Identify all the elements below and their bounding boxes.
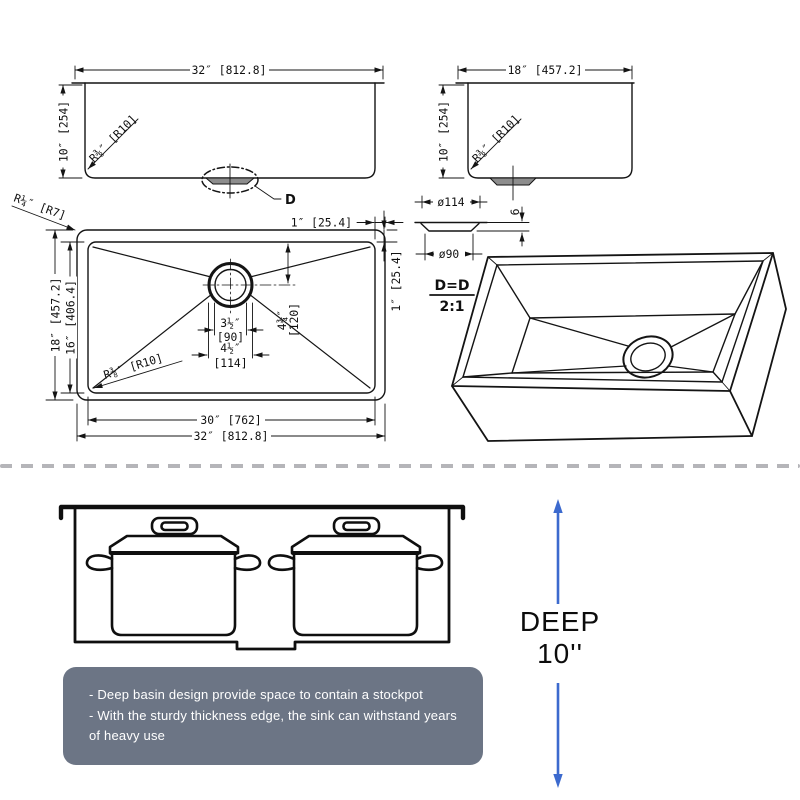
- feature-box: - Deep basin design provide space to con…: [63, 667, 483, 765]
- persp-front-face: [451, 385, 753, 442]
- pot-body: [292, 551, 419, 637]
- persp-drain-outer: [622, 335, 674, 379]
- plan-drain-outer-mm: [114]: [213, 357, 247, 370]
- plan-right-edge-label: 1″ [25.4]: [390, 250, 403, 311]
- plan-drain-offset-in: 4¾″: [276, 310, 289, 330]
- side-radius-label: R⅜″ [R10]: [470, 113, 522, 165]
- sink-with-pots-illustration: [58, 504, 466, 651]
- plan-drain-offset-mm: [120]: [288, 303, 301, 337]
- depth-arrow-up-head: [553, 499, 563, 513]
- detail-height-dim-label: 6: [509, 208, 522, 215]
- pot-lid-handle-hole: [342, 521, 371, 532]
- stockpot-right: [267, 516, 444, 637]
- plan-diagonals: [92, 246, 371, 389]
- depth-arrow-down-head: [553, 774, 563, 788]
- detail-scale-ratio: 2:1: [439, 299, 464, 315]
- countertop-line: [58, 504, 466, 521]
- stockpot-left: [85, 516, 262, 637]
- pot-lid-handle: [150, 516, 199, 536]
- plan-view: 18″ [457.2] 16″ [406.4] 30″ [762] 32″ [8…: [11, 192, 404, 443]
- detail-scale-name: D=D: [435, 278, 470, 294]
- depth-value: 10'': [537, 638, 583, 669]
- depth-word: DEEP: [519, 606, 601, 637]
- pot-lid: [108, 534, 240, 555]
- front-width-dim-label: 32″ [812.8]: [192, 64, 267, 77]
- plan-top-edge-label: 1″ [25.4]: [291, 217, 352, 230]
- plan-corner-radius-label: R¼″ [R7]: [12, 192, 68, 223]
- side-body-outline: [467, 82, 633, 179]
- persp-drain-inner: [630, 342, 666, 372]
- drain-detail-view: ø114 ø90 6 D=D 2:1: [414, 195, 530, 315]
- plan-outer-width-label: 32″ [812.8]: [194, 430, 269, 443]
- plan-inner-depth-label: 16″ [406.4]: [65, 280, 78, 355]
- persp-rim-outer: [451, 252, 774, 392]
- technical-drawing: D 32″ [812.8] 10″ [254] R⅜″ [R10]: [11, 63, 787, 443]
- sink-cross-section: [58, 504, 466, 651]
- feature-bullet-2: - With the sturdy thickness edge, the si…: [89, 707, 457, 744]
- pot-lid-handle-hole: [160, 521, 189, 532]
- depth-callout: DEEP 10'': [503, 606, 617, 670]
- depth-arrow: [553, 499, 563, 788]
- front-detail-leader: [254, 185, 282, 200]
- front-detail-letter: D: [285, 193, 296, 208]
- detail-outer-dia-label: ø114: [437, 196, 464, 209]
- front-view: D 32″ [812.8] 10″ [254] R⅜″ [R10]: [57, 63, 385, 208]
- side-view: 18″ [457.2] 10″ [254] R⅜″ [R10]: [437, 63, 635, 201]
- pot-side-handle-right: [415, 554, 444, 572]
- plan-drain-crosshair: [202, 258, 298, 314]
- pot-lid-handle: [332, 516, 381, 536]
- plan-inner-rect: [87, 241, 376, 394]
- pot-lid: [290, 534, 422, 555]
- persp-rim-inner: [462, 260, 764, 383]
- side-width-dim-label: 18″ [457.2]: [508, 64, 583, 77]
- detail-dish-bowl: [420, 222, 480, 232]
- pot-body: [110, 551, 237, 637]
- basin-outline: [73, 505, 451, 651]
- front-radius-label: R⅜″ [R10]: [87, 113, 139, 165]
- side-radius-leader: [470, 118, 522, 170]
- plan-inner-width-label: 30″ [762]: [200, 414, 261, 427]
- pot-side-handle-right: [233, 554, 262, 572]
- plan-bowl-radius-leader: [93, 360, 183, 389]
- plan-drain-outer-in: 4½″: [220, 342, 240, 355]
- front-height-dim-label: 10″ [254]: [58, 101, 71, 162]
- section-divider: [0, 464, 800, 468]
- persp-right-face: [729, 252, 787, 437]
- front-radius-leader: [87, 118, 139, 170]
- plan-drain-inner-in: 3½″: [220, 317, 240, 330]
- persp-floor-creases: [511, 313, 736, 374]
- side-height-dim-label: 10″ [254]: [438, 101, 451, 162]
- feature-bullet-1: - Deep basin design provide space to con…: [89, 687, 424, 702]
- plan-corner-radius-leader: [11, 205, 76, 231]
- plan-drain-inner-mm: [90]: [217, 331, 244, 344]
- perspective-view: [451, 252, 787, 442]
- pot-side-handle-left: [267, 554, 296, 572]
- persp-wall-edges: [462, 260, 764, 383]
- pot-side-handle-left: [85, 554, 114, 572]
- plan-outer-depth-label: 18″ [457.2]: [50, 278, 63, 353]
- detail-inner-dia-label: ø90: [439, 248, 460, 261]
